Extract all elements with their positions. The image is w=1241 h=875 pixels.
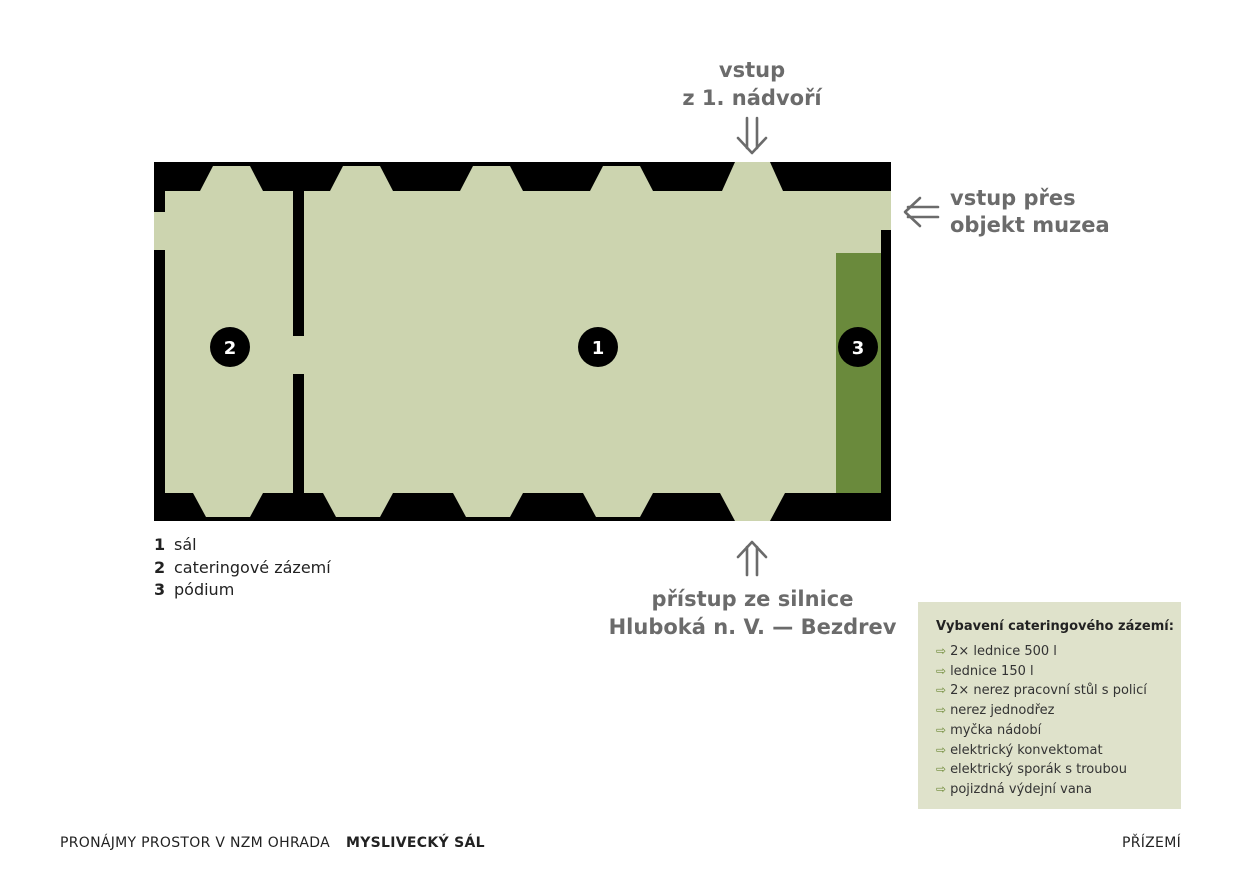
right-entrance-label: vstup přes objekt muzea: [950, 185, 1110, 239]
equipment-item-label: myčka nádobí: [950, 722, 1042, 738]
window-niche: [460, 166, 523, 191]
right-entrance-corridor: [304, 191, 891, 230]
arrow-right-icon: ⇨: [936, 703, 947, 718]
arrow-right-icon: ⇨: [936, 762, 947, 777]
left-wall-opening: [154, 212, 166, 250]
room-marker-3: 3: [838, 327, 878, 367]
arrow-right-icon: ⇨: [936, 781, 947, 796]
window-niche: [590, 166, 653, 191]
legend-item: 3 pódium: [154, 579, 331, 602]
legend-number: 1: [154, 535, 166, 554]
equipment-item: ⇨nerez jednodřez: [936, 701, 1181, 721]
top-door-niche: [722, 162, 783, 191]
arrow-right-icon: ⇨: [936, 722, 947, 737]
arrow-right-icon: ⇨: [936, 663, 947, 678]
stage-area: [836, 253, 881, 493]
footer-hall-name: MYSLIVECKÝ SÁL: [346, 835, 485, 851]
top-entrance-label: vstup z 1. nádvoří: [652, 56, 852, 112]
arrow-up-icon: [736, 540, 768, 577]
equipment-item-label: 2× lednice 500 l: [950, 644, 1057, 659]
equipment-item: ⇨elektrický konvektomat: [936, 741, 1181, 761]
window-niche: [453, 493, 523, 517]
legend-label: cateringové zázemí: [174, 557, 331, 577]
bottom-access-line2: Hluboká n. V. — Bezdrev: [608, 615, 897, 639]
top-entrance-line2: z 1. nádvoří: [682, 86, 822, 110]
top-entrance-line1: vstup: [718, 58, 786, 82]
footer-title: PRONÁJMY PROSTOR V NZM OHRADA MYSLIVECKÝ …: [60, 835, 485, 851]
equipment-item-label: pojizdná výdejní vana: [950, 781, 1093, 797]
bottom-access-label: přístup ze silnice Hluboká n. V. — Bezdr…: [600, 585, 905, 641]
equipment-item-label: lednice 150 l: [950, 663, 1034, 679]
equipment-item: ⇨elektrický sporák s troubou: [936, 760, 1181, 780]
equipment-item-label: nerez jednodřez: [950, 703, 1055, 719]
right-entrance-line1: vstup přes: [950, 186, 1076, 210]
svg-text:3: 3: [852, 338, 865, 359]
arrow-down-icon: [736, 116, 768, 155]
bottom-door-niche: [720, 493, 785, 521]
room-marker-2: 2: [210, 327, 250, 367]
legend-number: 2: [154, 557, 166, 577]
window-niche: [193, 493, 263, 517]
window-niche: [200, 166, 263, 191]
arrow-right-icon: ⇨: [936, 683, 947, 698]
equipment-item: ⇨2× nerez pracovní stůl s policí: [936, 681, 1181, 701]
arrow-left-icon: [903, 196, 940, 228]
room-legend: 1 sál 2 cateringové zázemí 3 pódium: [154, 534, 331, 602]
legend-item: 1 sál: [154, 534, 331, 557]
right-entrance-line2: objekt muzea: [950, 213, 1110, 237]
legend-number: 3: [154, 580, 166, 599]
window-niche: [330, 166, 393, 191]
bottom-access-line1: přístup ze silnice: [651, 587, 854, 611]
equipment-item: ⇨pojizdná výdejní vana: [936, 780, 1181, 800]
window-niche: [583, 493, 653, 517]
equipment-item-label: 2× nerez pracovní stůl s policí: [950, 683, 1147, 699]
arrow-right-icon: ⇨: [936, 644, 947, 658]
window-niche: [323, 493, 393, 517]
equipment-box: Vybavení cateringového zázemí: ⇨2× ledni…: [918, 602, 1181, 809]
equipment-item: ⇨lednice 150 l: [936, 662, 1181, 682]
footer-floor: PŘÍZEMÍ: [1121, 835, 1181, 851]
equipment-item-label: elektrický konvektomat: [950, 742, 1103, 758]
equipment-item-label: elektrický sporák s troubou: [950, 762, 1127, 778]
footer-publication: PRONÁJMY PROSTOR V NZM OHRADA: [60, 835, 330, 851]
svg-text:1: 1: [592, 338, 605, 359]
room-marker-1: 1: [578, 327, 618, 367]
legend-label: pódium: [174, 580, 235, 599]
inner-doorway: [292, 336, 305, 374]
svg-text:2: 2: [224, 338, 237, 359]
arrow-right-icon: ⇨: [936, 742, 947, 757]
equipment-title: Vybavení cateringového zázemí:: [936, 619, 1174, 634]
equipment-item: ⇨2× lednice 500 l: [936, 642, 1181, 662]
legend-item: 2 cateringové zázemí: [154, 557, 331, 580]
legend-label: sál: [174, 535, 197, 554]
equipment-item: ⇨myčka nádobí: [936, 721, 1181, 741]
